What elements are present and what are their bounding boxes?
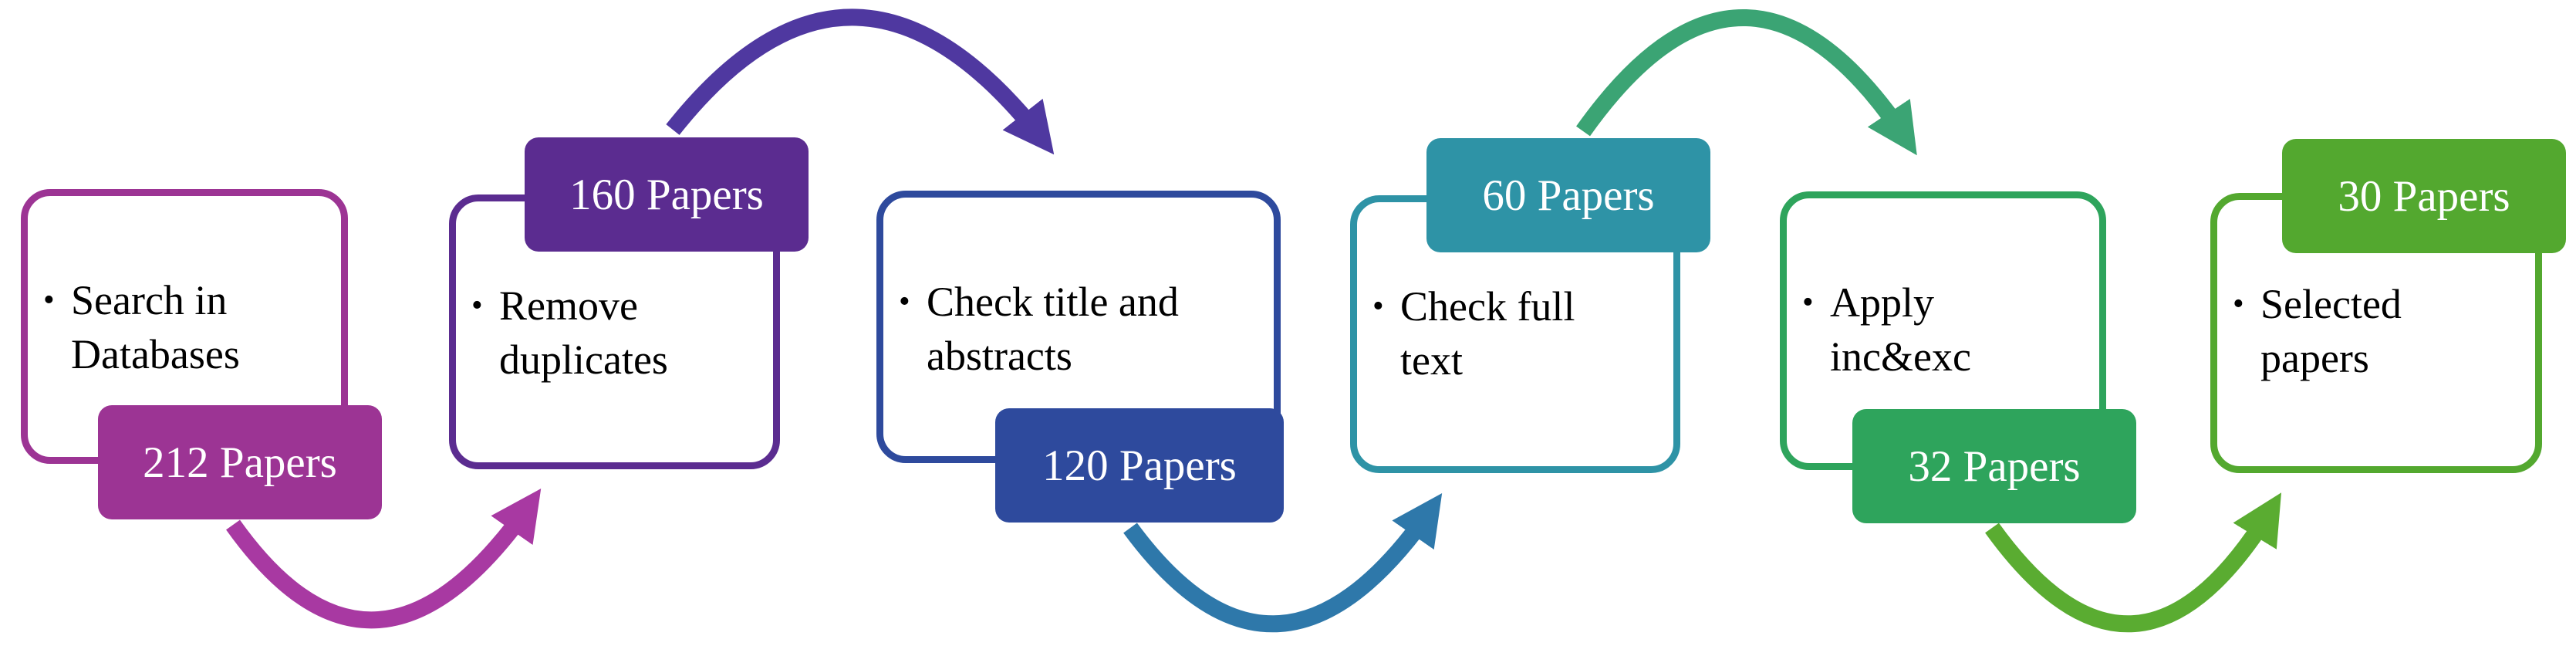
step-label-text: Selected papers xyxy=(2260,277,2524,385)
count-badge: 60 Papers xyxy=(1426,138,1710,252)
step-label: • Selected papers xyxy=(2217,200,2535,385)
count-badge: 212 Papers xyxy=(98,405,382,519)
count-badge: 160 Papers xyxy=(525,137,809,252)
label-line: Databases xyxy=(71,331,240,377)
step-label-text: Search in Databases xyxy=(71,273,330,381)
label-line: Selected xyxy=(2260,281,2402,327)
step-label-text: Check title and abstracts xyxy=(927,275,1263,383)
arrow-title-to-fulltext xyxy=(1123,493,1443,633)
bullet-marker: • xyxy=(43,282,55,318)
label-line: Search in xyxy=(71,277,228,323)
arrow-fulltext-to-incexc xyxy=(1576,9,1917,156)
step-label: • Apply inc&exc xyxy=(1787,198,2099,384)
count-badge: 120 Papers xyxy=(995,408,1284,523)
step-selected-papers: • Selected papers 30 Papers xyxy=(2210,139,2566,473)
step-label-text: Check full text xyxy=(1400,279,1663,387)
label-line: abstracts xyxy=(927,333,1072,379)
arrow-remove-to-title xyxy=(666,8,1055,155)
step-apply-inclusion-exclusion: • Apply inc&exc 32 Papers xyxy=(1780,191,2136,523)
count-badge: 32 Papers xyxy=(1852,409,2136,523)
label-line: text xyxy=(1400,337,1463,384)
step-search-in-databases: • Search in Databases 212 Papers xyxy=(21,189,382,519)
step-label: • Remove duplicates xyxy=(456,201,773,387)
label-line: Check full xyxy=(1400,283,1575,330)
label-line: inc&exc xyxy=(1830,333,1971,380)
step-check-full-text: • Check full text 60 Papers xyxy=(1350,138,1710,473)
bullet-marker: • xyxy=(1802,285,1814,320)
arrow-incexc-to-selected xyxy=(1985,492,2282,633)
bullet-marker: • xyxy=(2233,286,2244,322)
count-badge: 30 Papers xyxy=(2282,139,2566,253)
step-remove-duplicates: • Remove duplicates 160 Papers xyxy=(449,137,809,469)
bullet-marker: • xyxy=(899,284,910,320)
step-label-text: Remove duplicates xyxy=(499,279,762,387)
step-check-title-abstracts: • Check title and abstracts 120 Papers xyxy=(876,191,1284,523)
label-line: duplicates xyxy=(499,337,668,383)
bullet-marker: • xyxy=(471,288,483,323)
label-line: Apply xyxy=(1830,279,1934,326)
step-label: • Check full text xyxy=(1357,202,1673,387)
arrow-search-to-remove xyxy=(226,489,542,629)
step-label: • Check title and abstracts xyxy=(883,198,1274,383)
step-label: • Search in Databases xyxy=(28,196,341,381)
label-line: Remove xyxy=(499,282,638,329)
bullet-marker: • xyxy=(1372,289,1384,324)
step-label-text: Apply inc&exc xyxy=(1830,276,2088,384)
label-line: Check title and xyxy=(927,279,1179,325)
label-line: papers xyxy=(2260,335,2369,381)
